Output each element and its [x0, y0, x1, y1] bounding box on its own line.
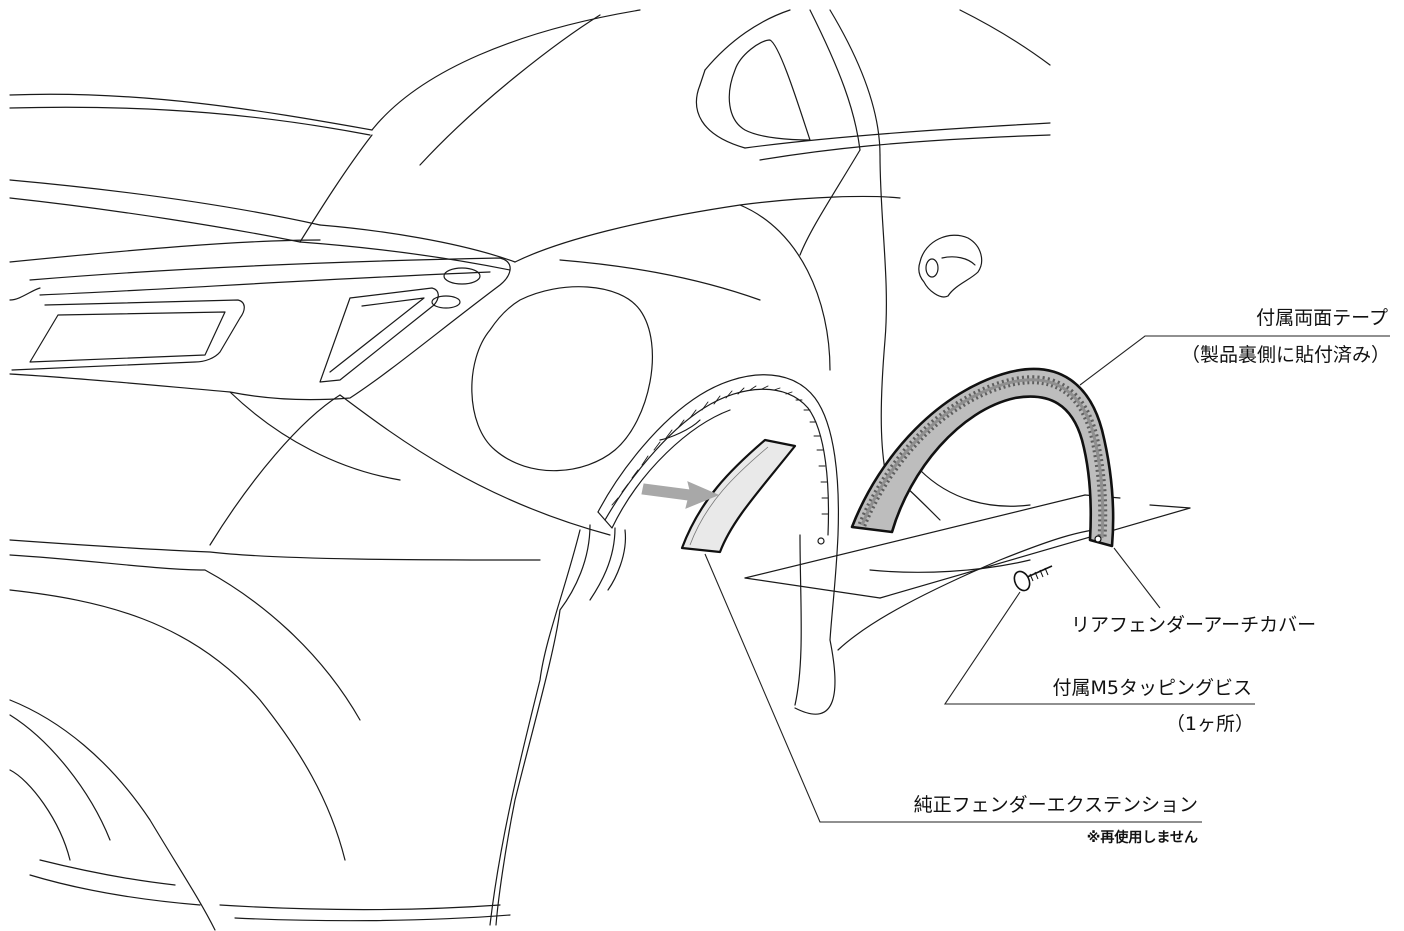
original-fender-extension [680, 438, 797, 554]
extension-label: 純正フェンダーエクステンション [913, 794, 1198, 816]
rear-fender-arch-cover [850, 367, 1115, 548]
tapping-screw [1013, 565, 1053, 592]
removal-arrow [641, 481, 720, 509]
car-body [9, 9, 1191, 931]
tape-label: 付属両面テープ [1256, 307, 1388, 329]
arch-cover-label: リアフェンダーアーチカバー [1071, 614, 1317, 636]
leader-lines [704, 335, 1390, 823]
tape-note-label: （製品裏側に貼付済み） [1180, 344, 1390, 366]
extension-note-label: ※再使用しません [1086, 830, 1198, 846]
screw-label: 付属M5タッピングビス [1052, 677, 1252, 699]
screw-note-label: （1ヶ所） [1165, 713, 1254, 735]
